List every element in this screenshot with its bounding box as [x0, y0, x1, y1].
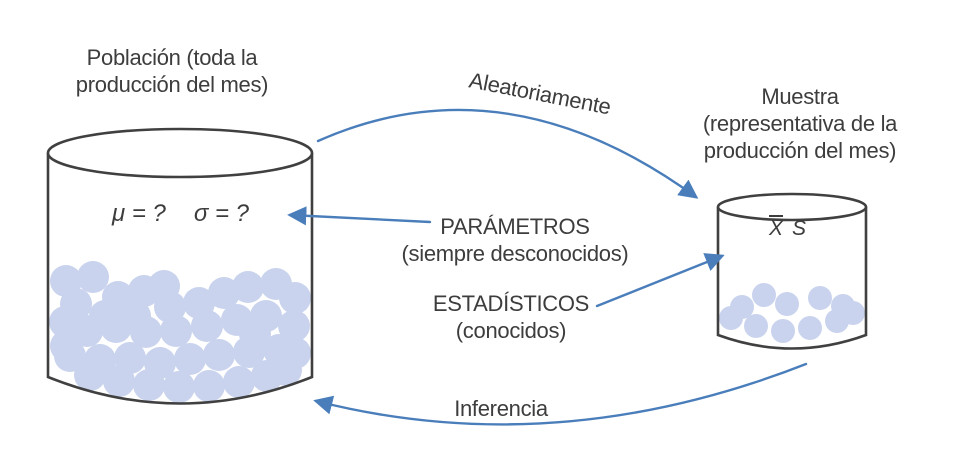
- population-label: Población (toda la producción del mes): [75, 45, 269, 97]
- ball: [163, 371, 195, 403]
- population-cylinder-top: [46, 127, 314, 179]
- sample-cylinder-top: [716, 192, 868, 222]
- ball: [174, 343, 206, 375]
- ball: [50, 330, 82, 362]
- ball: [798, 316, 822, 340]
- ball: [119, 300, 151, 332]
- ball: [232, 271, 264, 303]
- ball: [775, 292, 799, 316]
- ball: [103, 365, 135, 397]
- sigma-symbol: σ = ?: [193, 200, 250, 227]
- ball: [278, 310, 310, 342]
- ball: [752, 283, 776, 307]
- ball: [203, 339, 235, 371]
- ball: [160, 315, 192, 347]
- ball: [148, 270, 180, 302]
- ball: [270, 354, 302, 386]
- sample-balls: [719, 283, 865, 343]
- mu-symbol: μ = ?: [112, 200, 166, 227]
- random-sampling-arrow: [316, 108, 699, 199]
- sample-cylinder-body: [716, 207, 868, 350]
- parameters-label: PARÁMETROS (siempre desconocidos): [401, 214, 629, 266]
- s-symbol: S: [792, 217, 807, 240]
- ball: [744, 314, 768, 338]
- ball: [239, 318, 271, 350]
- parameters-pointer-arrow: [287, 206, 432, 226]
- statistics-label: ESTADÍSTICOS (conocidos): [432, 291, 590, 343]
- population-balls: [49, 261, 311, 403]
- inference-arrow-label: Inferencia: [454, 396, 548, 421]
- ball: [191, 310, 223, 342]
- population-parameter-symbols: μ = ? σ = ?: [112, 200, 249, 228]
- ball: [133, 369, 165, 401]
- ball: [89, 300, 121, 332]
- inference-arrow: [313, 362, 808, 426]
- ball: [208, 277, 240, 309]
- ball: [223, 366, 255, 398]
- sample-label: Muestra (representativa de la producción…: [702, 84, 898, 163]
- statistics-pointer-arrow: [595, 253, 725, 308]
- sample-statistic-symbols: X S: [769, 217, 806, 241]
- ball: [771, 319, 795, 343]
- ball: [808, 286, 832, 310]
- ball: [74, 359, 106, 391]
- ball: [279, 282, 311, 314]
- x-bar-symbol: X: [769, 217, 784, 240]
- population-cylinder-body: [46, 153, 314, 405]
- ball: [60, 288, 92, 320]
- ball: [193, 370, 225, 402]
- ball: [77, 261, 109, 293]
- ball: [841, 301, 865, 325]
- ball: [719, 306, 743, 330]
